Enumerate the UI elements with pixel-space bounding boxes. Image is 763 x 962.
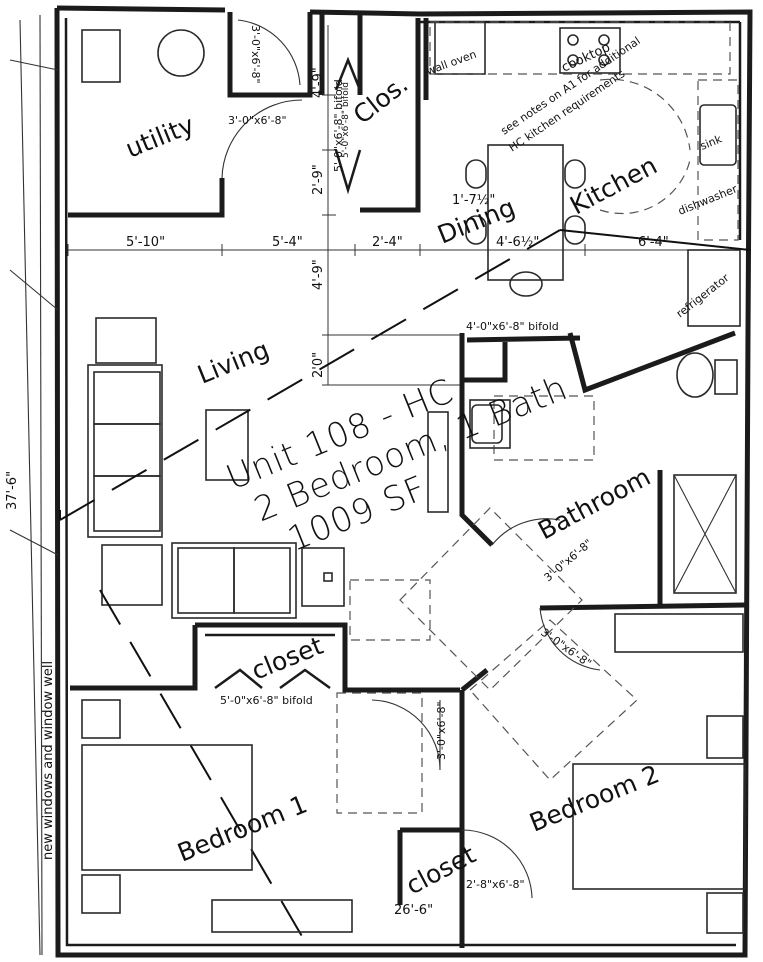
end-table	[101, 544, 163, 606]
refrigerator	[687, 249, 741, 327]
bedroom-2: Bedroom 2 3'-0"x6'-8"	[525, 607, 746, 934]
closet-bottom-label: closet	[401, 840, 480, 901]
refrigerator-label: refrigerator	[674, 271, 732, 320]
bathroom-label: Bathroom	[533, 462, 655, 545]
dining-table	[487, 144, 564, 281]
dim-5-4: 5'-4"	[272, 235, 303, 250]
dimension-strings: 5'-10" 5'-4" 2'-4" 4'-6½" 6'-4" 4'-9" 2'…	[67, 25, 740, 386]
nightstand-4	[706, 892, 744, 934]
closet-bifold-top: 5'-0"x6'-8" bifold	[332, 79, 345, 172]
bed2-closet-door-label: 2'-8"x6'-8"	[466, 878, 525, 891]
closet-top-bifold: 5'-0"x6'-8" bifold	[341, 82, 351, 158]
bed2-door-label: 3'-0"x6'-8"	[538, 626, 593, 670]
kitchen-note-1: see notes on A1 for additional	[498, 34, 642, 137]
dim-v-4-9-mid: 4'-9"	[311, 259, 326, 290]
lamp-table	[301, 547, 345, 607]
dresser-2	[614, 613, 744, 653]
section-lines	[59, 229, 751, 951]
bedroom2-label: Bedroom 2	[525, 759, 663, 837]
washer	[81, 29, 121, 83]
kitchen-dining: Dining Kitchen 1'-7½" wall oven cooktop …	[425, 21, 741, 333]
interior-walls	[68, 12, 746, 948]
living-label: Living	[193, 335, 273, 390]
nightstand	[81, 699, 121, 739]
vanity	[469, 399, 511, 449]
sink-label: sink	[698, 132, 724, 153]
dim-v-4-9-top: 4'-9"	[311, 67, 326, 98]
overall-dimension: 37'-6"	[5, 471, 20, 510]
sofa	[87, 364, 163, 538]
misc-labels: 5'-0"x6'-8" bifold	[332, 79, 345, 172]
closet-top: Clos. 5'-0"x6'-8" bifold	[334, 56, 414, 195]
bottom-dim: 26'-6"	[394, 903, 433, 918]
accessibility-clearances	[336, 395, 638, 814]
utility-room: utility 3'-0"x6'-8" 3'-0"x6'-8"	[81, 19, 303, 179]
water-heater	[157, 29, 205, 77]
dim-5-10: 5'-10"	[126, 235, 165, 250]
nightstand-2	[81, 874, 121, 914]
bed1-door-label: 3'-0"x6'-8"	[435, 701, 448, 760]
dim-6-4: 6'-4"	[638, 235, 669, 250]
dining-dim: 1'-7½"	[452, 193, 495, 208]
bedroom-1: Bedroom 1 3'-0"x6'-8" 26'-6"	[81, 699, 448, 933]
unit-title: Unit 108 - HC 2 Bedroom, 1 Bath 1009 SF	[221, 368, 574, 560]
sink	[699, 104, 737, 166]
door-swing	[221, 99, 303, 179]
bedroom1-label: Bedroom 1	[173, 789, 311, 867]
dim-4-6: 4'-6½"	[496, 235, 539, 250]
bed-2	[572, 763, 746, 890]
dim-v-2-9: 2'-9"	[311, 164, 326, 195]
loveseat	[171, 542, 297, 619]
left-margin: 37'-6" new windows and window well	[5, 14, 59, 956]
pantry-bifold-label: 4'-0"x6'-8" bifold	[466, 320, 559, 333]
window-note: new windows and window well	[41, 661, 56, 860]
shower	[673, 474, 737, 594]
toilet	[676, 352, 714, 398]
nightstand-3	[706, 715, 744, 759]
closet-mid: closet 5'-0"x6'-8" bifold	[205, 631, 335, 707]
bed	[81, 744, 253, 871]
utility-top-door-label: 3'-0"x6'-8"	[249, 25, 262, 84]
dishwasher-label: dishwasher	[676, 182, 739, 218]
side-table	[95, 317, 157, 364]
utility-door-label: 3'-0"x6'-8"	[228, 114, 287, 127]
media-console	[427, 411, 449, 513]
dim-v-2-0: 2'0"	[311, 352, 326, 378]
bed1-closet-bifold-label: 5'-0"x6'-8" bifold	[220, 694, 313, 707]
dresser	[211, 899, 353, 933]
closet-bottom: closet 2'-8"x6'-8"	[401, 829, 533, 901]
dim-2-4: 2'-4"	[372, 235, 403, 250]
coffee-table	[205, 409, 249, 481]
utility-label: utility	[121, 110, 198, 164]
cooktop	[559, 27, 621, 74]
